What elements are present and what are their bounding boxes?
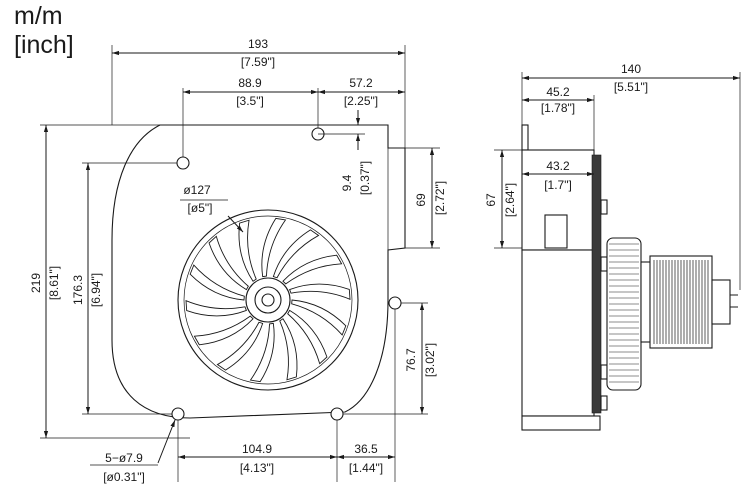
dim-side-flange-inch: [1.78"] [541,101,575,115]
side-motor-ribs [609,243,639,383]
side-motor-flange [606,237,642,391]
dim-holes: 5−ø7.9 [ø0.31"] [90,419,176,484]
dim-right-hole-height-inch: [3.02"] [423,343,437,377]
dim-holes-mm: 5−ø7.9 [105,451,143,465]
mount-hole-bottom-left [171,407,185,421]
fan-inner-rim [183,215,353,385]
dim-top-right: 57.2 [2.25"] [318,76,405,108]
dim-bottom-span-inch: [4.13"] [240,461,274,475]
side-motor-endcap [711,279,731,325]
side-housing [521,249,595,417]
dim-overall-height-mm: 219 [29,273,43,293]
dim-top-right-mm: 57.2 [349,76,373,90]
fan-blade [193,315,254,346]
dim-hole-height-mm: 176.3 [71,275,85,305]
dim-overall-width-inch: [7.59"] [241,55,275,69]
units-legend: m/m [inch] [14,2,74,60]
dim-side-body-inch: [1.7"] [544,178,572,192]
side-mount-plate [591,154,602,414]
dim-side-body-mm: 43.2 [546,159,570,173]
dim-hole-height-inch: [6.94"] [89,273,103,307]
fan-shaft [261,293,275,307]
fan-blade [291,299,347,336]
fan-blade [279,318,298,381]
dim-side-depth-inch: [5.51"] [614,80,648,94]
dim-bottom-span-mm: 104.9 [242,442,272,456]
dim-outlet-height: 69 [2.72"] [405,147,447,249]
fan-blade [261,217,287,278]
dim-side-flange: 45.2 [1.78"] [522,85,595,150]
side-bolt-bottom [600,395,608,411]
mount-hole-right [388,296,402,310]
fan-blade [185,300,247,317]
dim-holes-inch: [ø0.31"] [103,470,145,484]
dim-hole-span-top-inch: [3.5"] [236,94,264,108]
dim-fan-diameter-inch: [ø5"] [188,201,213,215]
dim-side-outlet-inch: [2.64"] [503,183,517,217]
units-metric: m/m [14,2,63,30]
fan-blade [208,235,249,291]
dim-hole-height: 176.3 [6.94"] [71,162,177,415]
side-outlet-tab [544,214,568,249]
dim-outlet-height-inch: [2.72"] [433,181,447,215]
fan-blade [189,264,245,301]
side-bolt-top [600,199,608,215]
dim-overall-height: 219 [8.61"] [29,124,190,439]
mount-hole-top-left [176,156,190,170]
dim-offset-small: 9.4 [0.37"] [318,110,372,195]
fan-blade [238,219,257,282]
side-view: 140 [5.51"] 45.2 [1.78"] 43.2 [1.7"] 67 … [484,62,741,431]
side-outlet-stub [521,124,529,151]
dim-top-right-inch: [2.25"] [344,94,378,108]
dim-fan-diameter-mm: ø127 [183,183,211,197]
dim-side-outlet: 67 [2.64"] [484,149,522,249]
side-bolt-low [600,364,608,380]
dim-offset-small-inch: [0.37"] [358,161,372,195]
dim-bottom-right: 36.5 [1.44"] [337,442,395,475]
fan-blade [249,322,275,383]
dim-offset-small-mm: 9.4 [340,174,354,191]
units-imperial: [inch] [14,31,74,59]
fan-blade [289,283,351,300]
dim-outlet-height-mm: 69 [414,193,428,207]
dim-hole-span-top-mm: 88.9 [238,76,262,90]
dim-right-hole-height: 76.7 [3.02"] [343,302,437,415]
fan-wheel [177,209,359,391]
dim-overall-width: 193 [7.59"] [111,37,406,148]
mount-hole-bottom-right [330,407,344,421]
dim-side-body: 43.2 [1.7"] [522,159,594,192]
dim-hole-span-top: 88.9 [3.5"] [182,76,319,157]
dim-side-outlet-mm: 67 [484,193,498,207]
dim-bottom-right-mm: 36.5 [354,442,378,456]
fan-blade [216,321,264,371]
dim-bottom-right-inch: [1.44"] [349,461,383,475]
fan-blades [185,217,351,383]
dim-overall-height-inch: [8.61"] [47,266,61,300]
dim-right-hole-height-mm: 76.7 [404,348,418,372]
side-base [521,415,601,431]
dim-side-depth-mm: 140 [621,62,641,76]
dim-side-depth: 140 [5.51"] [521,62,741,290]
dim-side-flange-mm: 45.2 [546,85,570,99]
side-bolt-mid [600,256,608,272]
fan-blade [287,309,328,365]
dim-bottom-span: 104.9 [4.13"] [177,309,396,482]
front-view: 193 [7.59"] 88.9 [3.5"] 57.2 [2.25"] 9.4… [29,37,447,484]
fan-blade [272,229,320,279]
fan-blade [282,254,343,285]
dim-overall-width-mm: 193 [248,37,268,51]
dim-fan-diameter: ø127 [ø5"] [180,183,244,233]
side-motor-coil [653,260,709,344]
